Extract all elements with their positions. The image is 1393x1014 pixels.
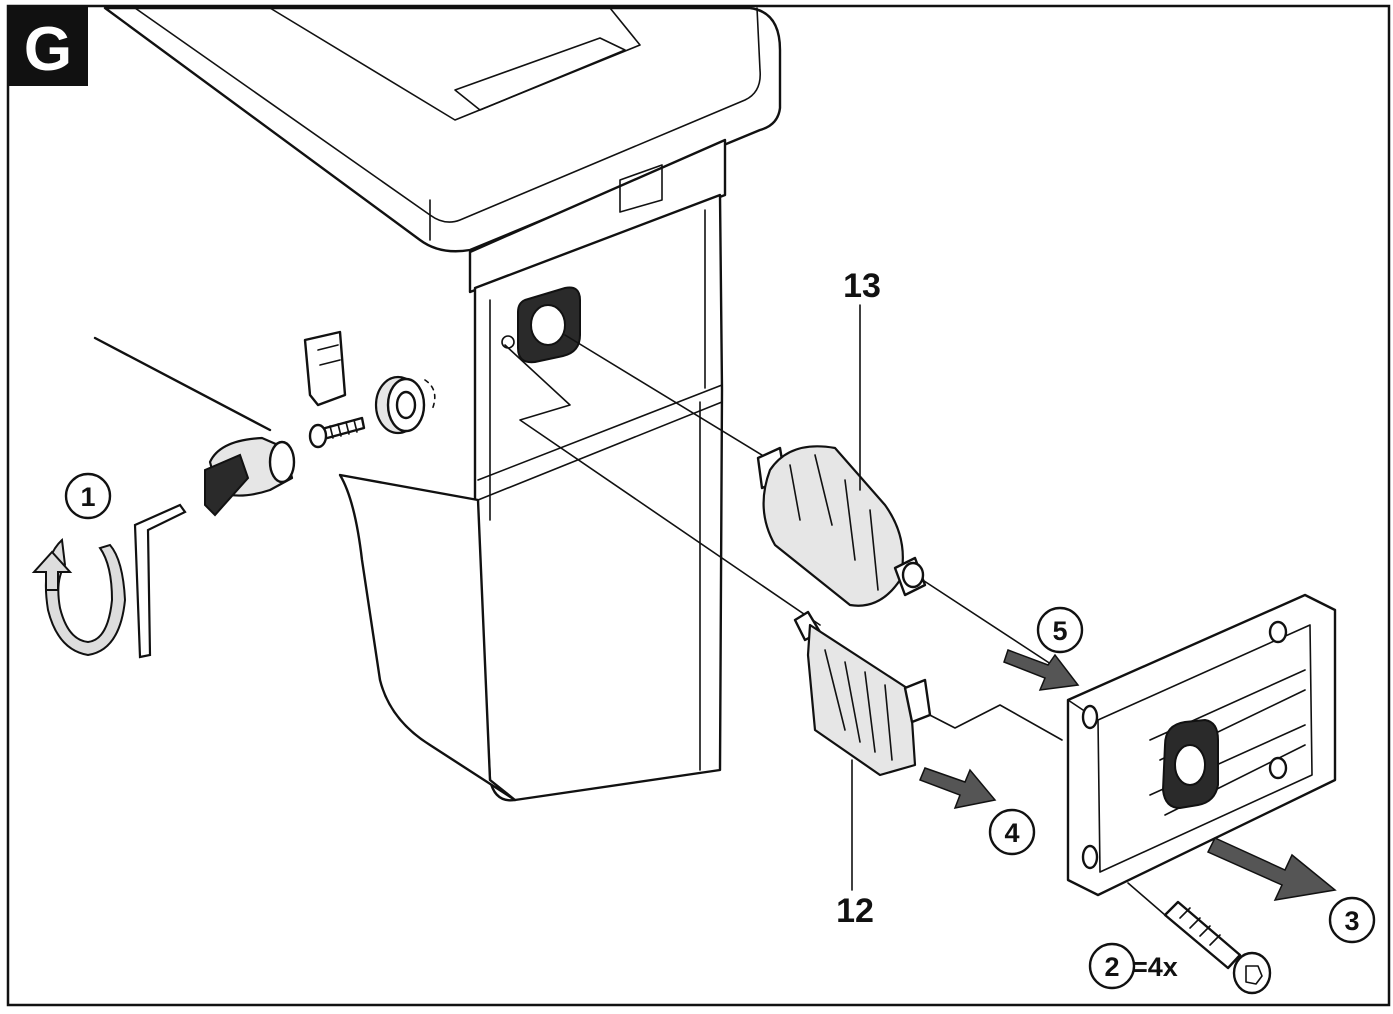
step-1-marker: 1	[64, 472, 112, 520]
small-screw	[308, 416, 366, 449]
figure-frame	[6, 4, 1391, 1007]
arrow-step-3	[1206, 837, 1337, 901]
guide-line-comb	[504, 344, 821, 626]
cover-plate	[1066, 593, 1337, 897]
step-5-marker: 5	[1036, 606, 1084, 654]
svg-text:4: 4	[1004, 818, 1019, 848]
guide-line-plate	[919, 704, 1063, 741]
screw-quantity: =4x	[1132, 952, 1178, 982]
fixing-screw	[1163, 900, 1272, 995]
step-3-marker: 3	[1328, 896, 1376, 944]
figure-badge: G	[8, 6, 88, 86]
svg-text:5: 5	[1052, 616, 1067, 646]
bearing-ring	[374, 375, 436, 435]
svg-text:G: G	[24, 15, 72, 84]
counter-plate	[793, 610, 932, 777]
guide-line-cutter	[564, 334, 771, 461]
arrow-step-5	[1003, 649, 1080, 691]
part-label-12: 12	[836, 892, 874, 930]
svg-text:2: 2	[1104, 952, 1119, 982]
cam-knob	[204, 436, 296, 517]
clip-bracket	[303, 330, 347, 407]
step-4-marker: 4	[988, 808, 1036, 856]
cutting-roller	[756, 445, 927, 607]
hex-key-icon	[133, 503, 187, 659]
svg-text:1: 1	[80, 482, 95, 512]
step-2-marker: 2	[1088, 942, 1136, 990]
machine-housing	[103, 6, 782, 802]
leader-line-screw	[1127, 882, 1166, 916]
rotation-arrow-icon	[31, 537, 127, 657]
shaft-guide-line	[93, 336, 272, 432]
svg-text:3: 3	[1344, 906, 1359, 936]
part-label-13: 13	[843, 267, 881, 305]
guide-line-cover	[914, 574, 1061, 671]
arrow-step-4	[919, 767, 997, 810]
